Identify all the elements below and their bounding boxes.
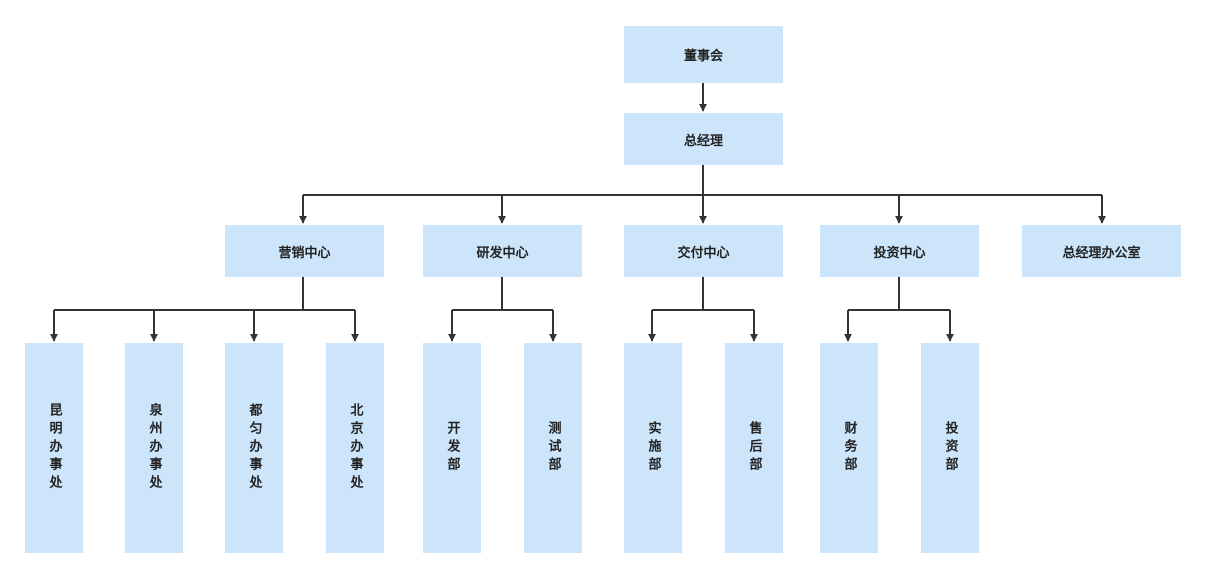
node-general-manager: 总经理 — [624, 113, 783, 165]
node-delivery-center: 交付中心 — [624, 225, 783, 277]
node-finance-dept: 财务部 — [820, 343, 878, 553]
node-investment-center: 投资中心 — [820, 225, 979, 277]
node-development-dept: 开发部 — [423, 343, 481, 553]
node-testing-dept: 测试部 — [524, 343, 582, 553]
node-investment-dept: 投资部 — [921, 343, 979, 553]
node-board: 董事会 — [624, 26, 783, 83]
node-duyun-office: 都匀办事处 — [225, 343, 283, 553]
node-beijing-office: 北京办事处 — [326, 343, 384, 553]
node-rnd-center: 研发中心 — [423, 225, 582, 277]
node-marketing-center: 营销中心 — [225, 225, 384, 277]
node-after-sales-dept: 售后部 — [725, 343, 783, 553]
node-implementation-dept: 实施部 — [624, 343, 682, 553]
node-quanzhou-office: 泉州办事处 — [125, 343, 183, 553]
node-kunming-office: 昆明办事处 — [25, 343, 83, 553]
node-gm-office: 总经理办公室 — [1022, 225, 1181, 277]
